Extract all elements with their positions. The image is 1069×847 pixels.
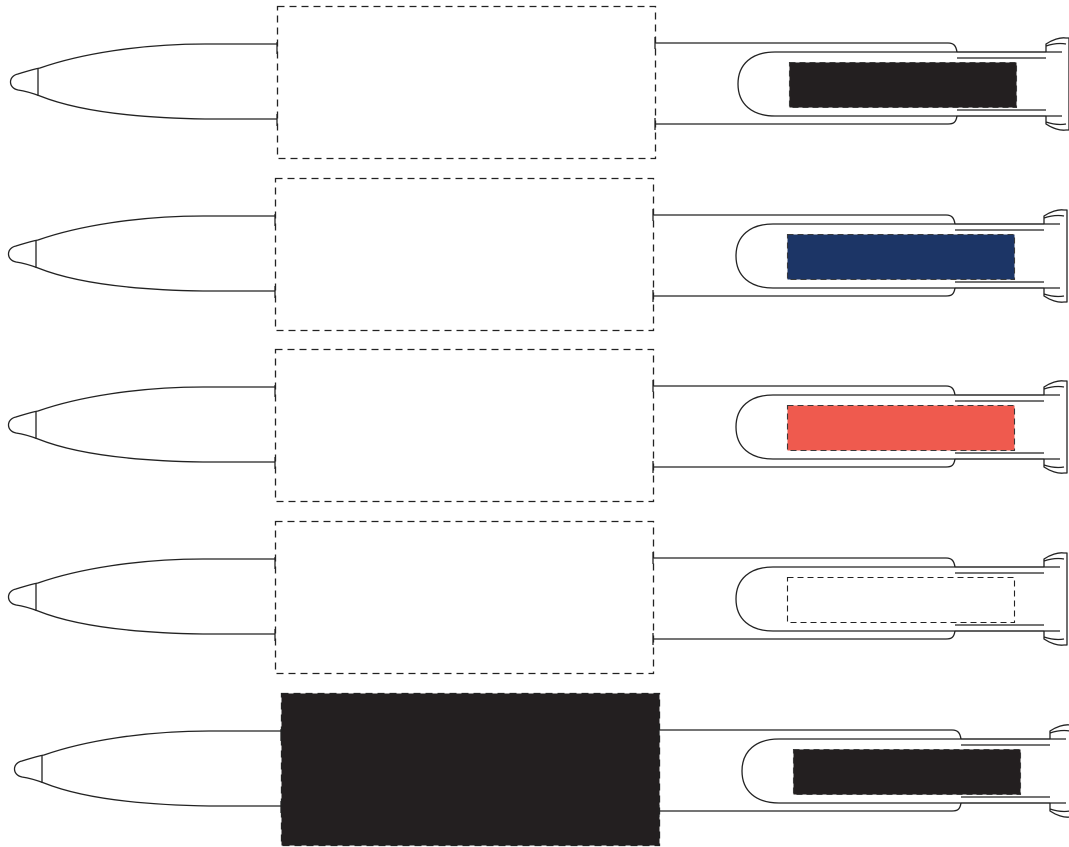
pen-2	[7, 177, 1068, 332]
clip-print-area	[786, 576, 1016, 624]
clip-outline	[737, 51, 1062, 117]
barrel-outline	[654, 209, 1068, 303]
button-rim	[1043, 385, 1065, 469]
clip-outline	[735, 566, 1060, 632]
pen-tip-outline	[7, 558, 275, 635]
barrel-outline	[654, 552, 1068, 646]
grip-print-area	[274, 177, 655, 332]
pen-tip-outline	[9, 43, 277, 120]
button-rim	[1043, 557, 1065, 641]
pen-tip-outline	[7, 386, 275, 463]
grip-print-area	[274, 348, 655, 503]
clip-outline	[735, 394, 1060, 460]
clip-print-area	[786, 404, 1016, 452]
grip-print-area	[276, 5, 657, 160]
pen-3	[7, 348, 1068, 503]
clip-print-area	[792, 748, 1022, 796]
barrel-outline	[660, 724, 1069, 818]
pen-5	[13, 692, 1069, 847]
barrel-outline	[656, 37, 1069, 131]
button-rim	[1049, 729, 1069, 813]
pen-tip-outline	[7, 215, 275, 292]
pen-tip-outline	[13, 730, 281, 807]
clip-outline	[735, 223, 1060, 289]
grip-print-area	[280, 692, 661, 847]
grip-print-area	[274, 520, 655, 675]
button-rim	[1045, 42, 1067, 126]
button-rim	[1043, 214, 1065, 298]
clip-print-area	[786, 233, 1016, 281]
clip-outline	[741, 738, 1066, 804]
barrel-outline	[654, 380, 1068, 474]
clip-print-area	[788, 61, 1018, 109]
pen-4	[7, 520, 1068, 675]
pen-1	[9, 5, 1069, 160]
